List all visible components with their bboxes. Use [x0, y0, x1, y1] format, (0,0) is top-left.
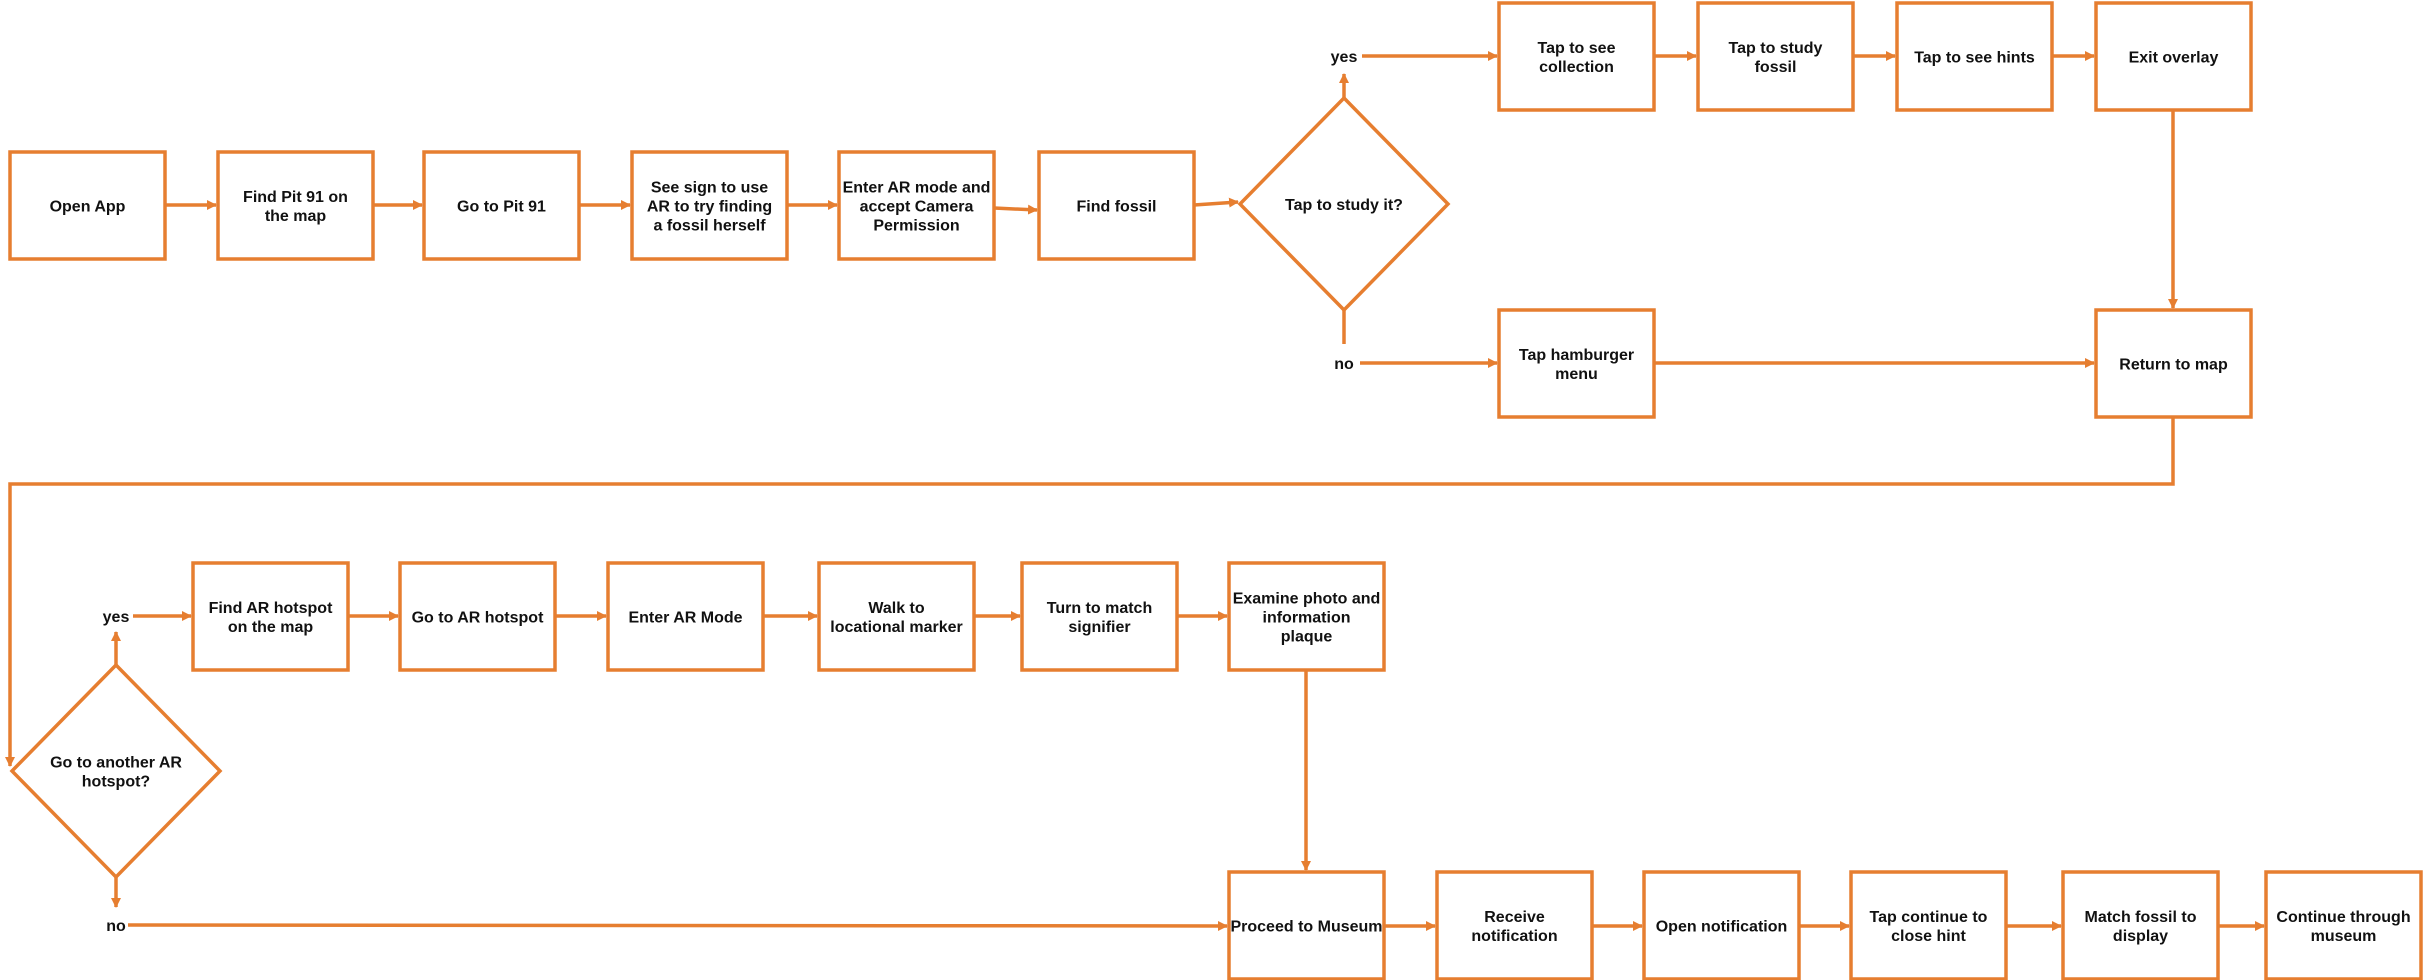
open-notification-node: Open notification [1642, 870, 1801, 980]
enter-ar-camera-box [837, 150, 996, 261]
return-to-map-box [2094, 308, 2253, 419]
tap-to-study-decision-diamond [1237, 95, 1451, 313]
exit-overlay-node: Exit overlay [2094, 1, 2253, 112]
find-ar-hotspot-box [191, 561, 350, 672]
find-fossil-to-decision-arrow [1193, 197, 1239, 208]
go-to-pit-91-label: Go to Pit 91 [457, 199, 546, 216]
yes-bottom-label: yes [103, 609, 130, 626]
open-app-label: Open App [50, 199, 126, 216]
go-to-pit-91-node: Go to Pit 91 [422, 150, 581, 261]
find-fossil-label: Find fossil [1077, 199, 1157, 216]
enter-ar-to-find-fossil-arrow [993, 204, 1038, 215]
find-fossil-node: Find fossil [1037, 150, 1196, 261]
enter-ar-mode-label: Enter AR Mode [628, 610, 742, 627]
return-to-hotspot-decision-arrow [5, 417, 2175, 767]
tap-continue-box [1849, 870, 2008, 980]
yes-top-label: yes [1331, 49, 1358, 66]
walk-to-marker-box [817, 561, 976, 672]
tap-see-hints-node: Tap to see hints [1895, 1, 2054, 112]
tap-study-fossil-box [1696, 1, 1855, 112]
edge-labels: yes no yes no [103, 49, 1358, 935]
proceed-museum-node: Proceed to Museum [1227, 870, 1386, 980]
go-to-ar-hotspot-box [398, 561, 557, 672]
proceed-museum-box [1227, 870, 1386, 980]
enter-ar-mode-box [606, 561, 765, 672]
open-notification-box [1642, 870, 1801, 980]
tap-to-study-decision-node: Tap to study it? [1237, 95, 1451, 313]
open-app-node: Open App [8, 150, 167, 261]
receive-notification-box [1435, 870, 1594, 980]
no-bottom-label: no [106, 918, 126, 935]
exit-overlay-label: Exit overlay [2129, 50, 2219, 67]
continue-museum-box [2264, 870, 2423, 980]
exit-overlay-box [2094, 1, 2253, 112]
another-hotspot-decision-diamond [9, 662, 223, 880]
no-to-museum-arrow [127, 920, 1228, 931]
go-to-pit-91-box [422, 150, 581, 261]
no-top-label: no [1334, 356, 1354, 373]
connectors [5, 51, 2265, 931]
tap-hamburger-box [1497, 308, 1656, 419]
tap-see-collection-box [1497, 1, 1656, 112]
tap-see-hints-label: Tap to see hints [1914, 50, 2035, 67]
match-fossil-box [2061, 870, 2220, 980]
examine-photo-box [1227, 561, 1386, 672]
go-to-ar-hotspot-label: Go to AR hotspot [412, 610, 544, 627]
proceed-museum-label: Proceed to Museum [1230, 919, 1382, 936]
tap-see-hints-box [1895, 1, 2054, 112]
enter-ar-mode-node: Enter AR Mode [606, 561, 765, 672]
return-to-map-label: Return to map [2119, 357, 2228, 374]
go-to-ar-hotspot-node: Go to AR hotspot [398, 561, 557, 672]
tap-to-study-decision-label: Tap to study it? [1285, 197, 1403, 214]
find-pit-91-box [216, 150, 375, 261]
open-notification-label: Open notification [1656, 919, 1788, 936]
return-to-map-node: Return to map [2094, 308, 2253, 419]
turn-to-match-box [1020, 561, 1179, 672]
open-app-box [8, 150, 167, 261]
find-fossil-box [1037, 150, 1196, 261]
see-sign-box [630, 150, 789, 261]
